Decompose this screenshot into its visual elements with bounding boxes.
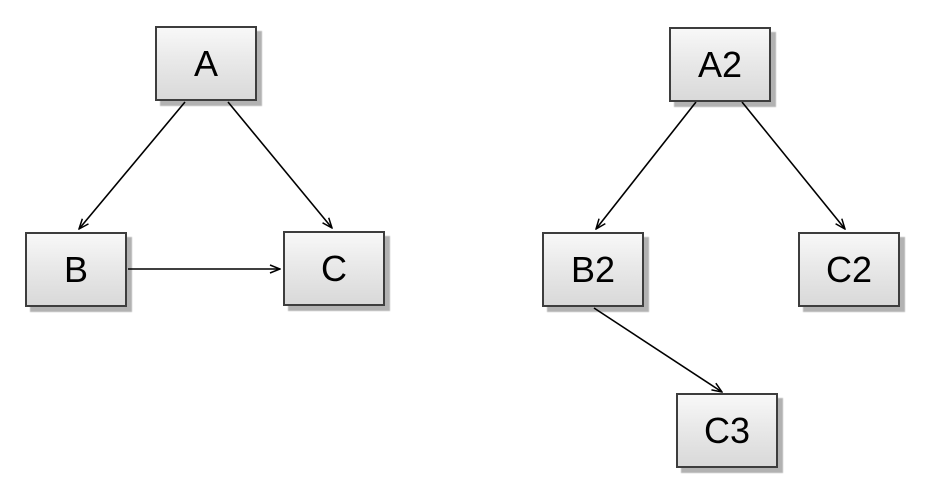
node-C2-label: C2 — [825, 248, 873, 290]
node-C3[interactable]: C3 — [676, 393, 778, 468]
edge-A2-B2[interactable] — [596, 101, 697, 229]
node-B2-label: B2 — [570, 248, 616, 290]
edge-A-C[interactable] — [227, 101, 332, 228]
edge-A-B[interactable] — [79, 101, 186, 229]
node-B2[interactable]: B2 — [542, 232, 644, 307]
node-A[interactable]: A — [155, 26, 257, 101]
node-C-label: C — [321, 247, 347, 289]
edge-A2-C2[interactable] — [741, 101, 845, 229]
node-C3-label: C3 — [703, 409, 751, 451]
node-A2[interactable]: A2 — [669, 27, 771, 102]
node-A2-label: A2 — [697, 43, 743, 85]
node-C[interactable]: C — [283, 231, 385, 306]
node-A-label: A — [193, 42, 218, 84]
edge-B2-C3[interactable] — [593, 307, 722, 392]
node-B[interactable]: B — [25, 232, 127, 307]
node-B-label: B — [63, 248, 88, 290]
node-C2[interactable]: C2 — [798, 232, 900, 307]
